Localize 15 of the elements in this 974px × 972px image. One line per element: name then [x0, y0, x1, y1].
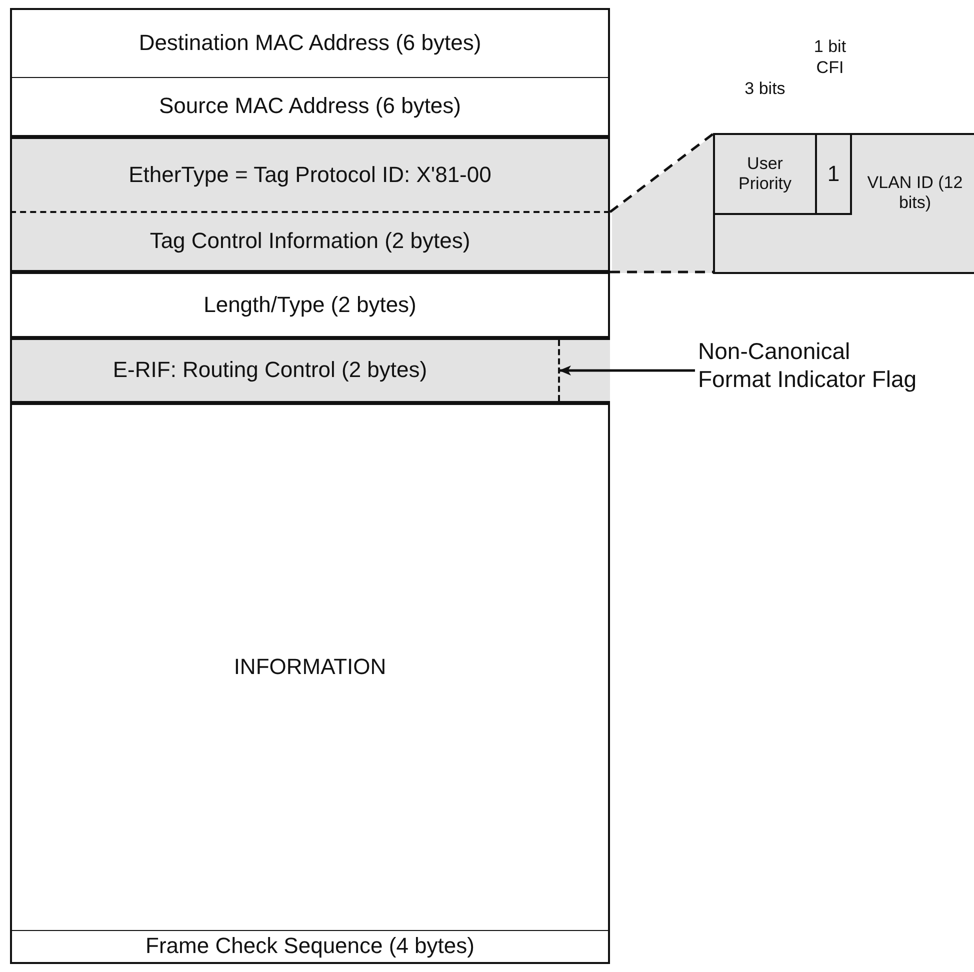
frame-field: EtherType = Tag Protocol ID: X'81-00 — [10, 139, 610, 211]
bit-width-label: 1 bit CFI — [812, 36, 848, 78]
field-label: VLAN ID (12 bits) — [866, 173, 964, 214]
callout-text: Non-Canonical Format Indicator Flag — [698, 318, 928, 414]
frame-field: Destination MAC Address (6 bytes) — [10, 8, 610, 78]
field-label: E-RIF: Routing Control (2 bytes) — [112, 357, 428, 384]
flag-bit-area — [558, 340, 610, 401]
frame-field: INFORMATION — [10, 405, 610, 931]
bit-width-label: 3 bits — [744, 78, 786, 99]
arrow — [559, 366, 695, 376]
frame-field — [10, 340, 610, 405]
frame-field: Tag Control Information (2 bytes) — [10, 211, 610, 274]
subfield: 1 — [817, 135, 852, 215]
subfield: User Priority — [715, 135, 817, 215]
frame-field: Frame Check Sequence (4 bytes) — [10, 931, 610, 964]
